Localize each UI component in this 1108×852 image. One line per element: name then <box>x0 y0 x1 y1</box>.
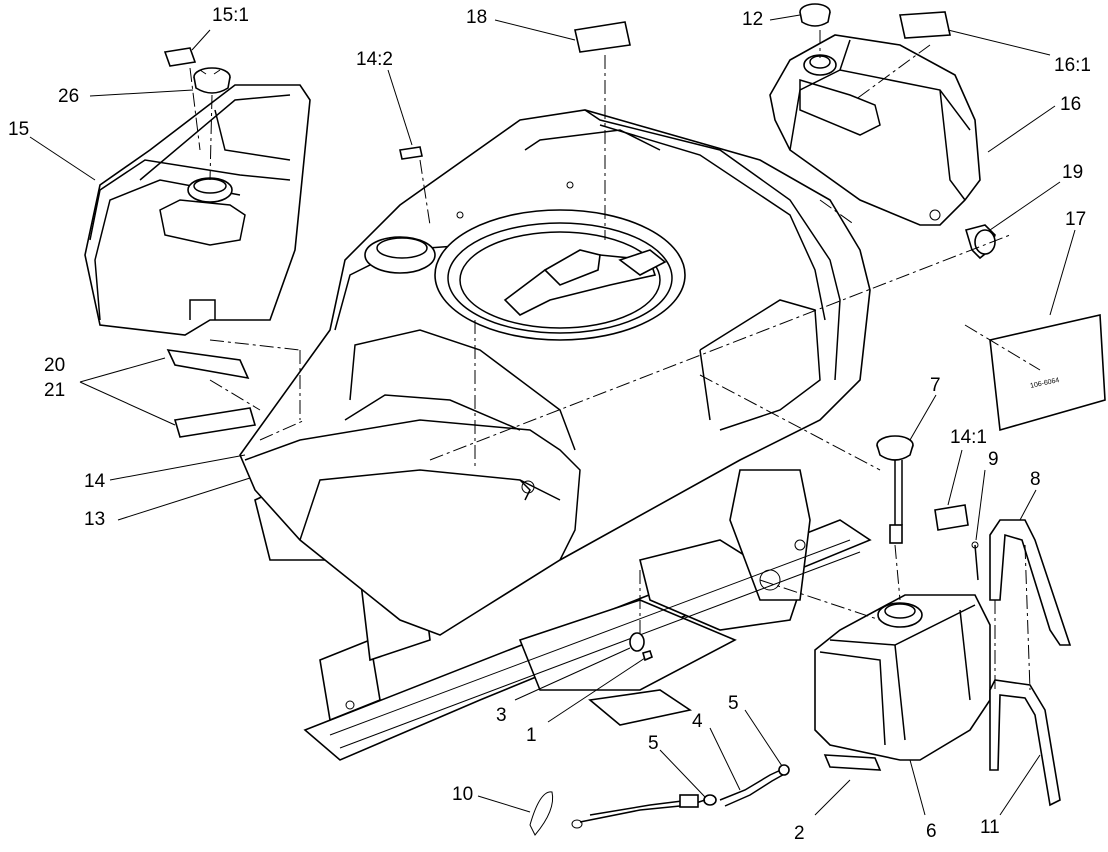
callout-14: 14 <box>84 471 106 492</box>
hood-body <box>239 109 871 636</box>
callout-2: 2 <box>794 823 805 844</box>
callout-21: 21 <box>44 380 66 401</box>
callout-10: 10 <box>452 784 474 805</box>
callout-17: 17 <box>1065 209 1087 230</box>
decal-18 <box>574 21 631 53</box>
callout-14-2: 14:2 <box>356 49 393 70</box>
decal-15-1 <box>163 47 197 67</box>
callout-15-1: 15:1 <box>212 5 249 26</box>
right-tank <box>769 34 981 226</box>
callout-14-1: 14:1 <box>950 427 987 448</box>
callout-16-1: 16:1 <box>1054 55 1091 76</box>
callout-12: 12 <box>742 9 764 30</box>
callout-9: 9 <box>988 449 999 470</box>
strap-11 <box>989 679 1061 807</box>
decal-14-2 <box>399 146 423 160</box>
callout-26: 26 <box>58 86 80 107</box>
callout-19: 19 <box>1062 162 1084 183</box>
callout-15: 15 <box>8 119 30 140</box>
callout-3: 3 <box>496 705 507 726</box>
decal-14-1 <box>934 504 969 531</box>
callout-11: 11 <box>980 817 1000 838</box>
decal-2 <box>823 754 882 771</box>
clamp-5-lower <box>703 794 717 806</box>
callout-13: 13 <box>84 509 106 530</box>
callout-1: 1 <box>526 725 537 746</box>
decal-20 <box>166 349 250 380</box>
callout-8: 8 <box>1030 469 1041 490</box>
sender-7 <box>876 435 914 544</box>
decal-21 <box>173 407 257 438</box>
callout-4: 4 <box>692 711 703 732</box>
callout-18: 18 <box>466 7 488 28</box>
explode-lines <box>189 30 1041 691</box>
callout-16: 16 <box>1060 94 1082 115</box>
strap-8 <box>989 519 1072 646</box>
clamp-5-upper <box>778 764 790 776</box>
left-tank <box>84 84 311 336</box>
fuel-tank-6 <box>814 594 991 761</box>
knob-3 <box>629 632 645 652</box>
cap-12 <box>799 3 831 27</box>
leader-lines <box>29 14 1076 816</box>
fuel-line-assembly <box>529 764 790 836</box>
nut-1 <box>642 650 653 662</box>
decal-16-1 <box>899 11 951 39</box>
callout-6: 6 <box>926 821 937 842</box>
bolt-9 <box>971 541 979 581</box>
callout-7: 7 <box>930 375 941 396</box>
cap-26 <box>193 67 231 94</box>
decals <box>163 11 1106 771</box>
tie-10 <box>529 791 554 836</box>
callout-5-upper: 5 <box>728 693 739 714</box>
decal-17 <box>989 314 1106 432</box>
callout-5-lower: 5 <box>648 733 659 754</box>
callout-20: 20 <box>44 355 66 376</box>
